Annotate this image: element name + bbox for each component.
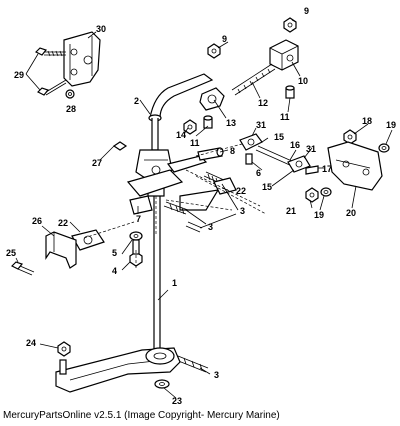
stud-part-6 <box>245 153 253 165</box>
callout-18: 18 <box>362 116 372 126</box>
callout-3c: 3 <box>214 370 219 380</box>
callout-3a: 3 <box>240 206 245 216</box>
linkage-part-15 <box>239 133 311 173</box>
stud-part-11 <box>203 85 295 129</box>
callout-4: 4 <box>112 266 117 276</box>
callout-13: 13 <box>226 118 236 128</box>
bracket-part-30 <box>63 31 101 87</box>
callout-6: 6 <box>256 168 261 178</box>
callout-9a: 9 <box>222 34 227 44</box>
callout-22a: 22 <box>58 218 68 228</box>
callout-22b: 22 <box>236 186 246 196</box>
leader-lines <box>15 19 393 399</box>
bracket-part-20 <box>327 141 383 191</box>
nut-part-24 <box>57 341 71 357</box>
callout-19a: 19 <box>314 210 324 220</box>
nut-part-18 <box>343 129 357 145</box>
pin-part-3 <box>163 171 225 373</box>
callout-21: 21 <box>286 206 296 216</box>
sleeve-part-8 <box>197 147 224 161</box>
callout-15b: 15 <box>262 182 272 192</box>
callout-29: 29 <box>14 70 24 80</box>
bolt-part-29 <box>34 47 67 96</box>
nut-part-21 <box>305 187 319 203</box>
screw-part-25 <box>10 261 35 276</box>
washer-part-19 <box>320 143 390 197</box>
callout-7: 7 <box>136 214 141 224</box>
pivot-arm-base <box>55 347 181 393</box>
callout-20: 20 <box>346 208 356 218</box>
threaded-rod-part-12 <box>231 63 276 96</box>
callout-16: 16 <box>290 140 300 150</box>
block-part-10 <box>269 39 299 71</box>
callout-31a: 31 <box>256 120 266 130</box>
nut-part-9 <box>207 17 297 59</box>
callout-15a: 15 <box>274 132 284 142</box>
copyright-caption: MercuryPartsOnline v2.5.1 (Image Copyrig… <box>3 410 280 421</box>
washer-part-5 <box>129 231 143 241</box>
callout-28: 28 <box>66 104 76 114</box>
callout-3b: 3 <box>208 222 213 232</box>
parts-exploded-diagram: 30 29 28 9 9 10 12 11 13 14 11 2 27 8 31… <box>6 6 396 406</box>
callout-1: 1 <box>172 278 177 288</box>
clamp-part-7 <box>129 195 153 215</box>
callout-17: 17 <box>322 164 332 174</box>
callout-19b: 19 <box>386 120 396 130</box>
callout-30: 30 <box>96 24 106 34</box>
nut-part-14 <box>183 119 197 135</box>
callout-14: 14 <box>176 130 186 140</box>
callout-2: 2 <box>134 96 139 106</box>
callout-27: 27 <box>92 158 102 168</box>
stud-part-17 <box>305 165 319 175</box>
callout-25: 25 <box>6 248 16 258</box>
callout-11a: 11 <box>280 112 290 122</box>
clamp-part-22-left <box>71 229 105 251</box>
callout-9b: 9 <box>304 6 309 16</box>
callout-11b: 11 <box>190 138 200 148</box>
ball-joint-part-13 <box>199 87 225 111</box>
washer-part-23 <box>154 379 170 389</box>
callout-labels: 30 29 28 9 9 10 12 11 13 14 11 2 27 8 31… <box>6 6 396 406</box>
shaft-bracket-assembly <box>126 149 220 211</box>
callout-24: 24 <box>26 338 36 348</box>
callout-12: 12 <box>258 98 268 108</box>
callout-23: 23 <box>172 396 182 406</box>
callout-26: 26 <box>32 216 42 226</box>
callout-10: 10 <box>298 76 308 86</box>
nut-part-28 <box>65 89 75 99</box>
clamp-part-22-right <box>213 177 237 195</box>
screw-part-27 <box>112 141 128 151</box>
plate-part-26 <box>45 231 77 269</box>
callout-8: 8 <box>230 146 235 156</box>
callout-5: 5 <box>112 248 117 258</box>
callout-31b: 31 <box>306 144 316 154</box>
